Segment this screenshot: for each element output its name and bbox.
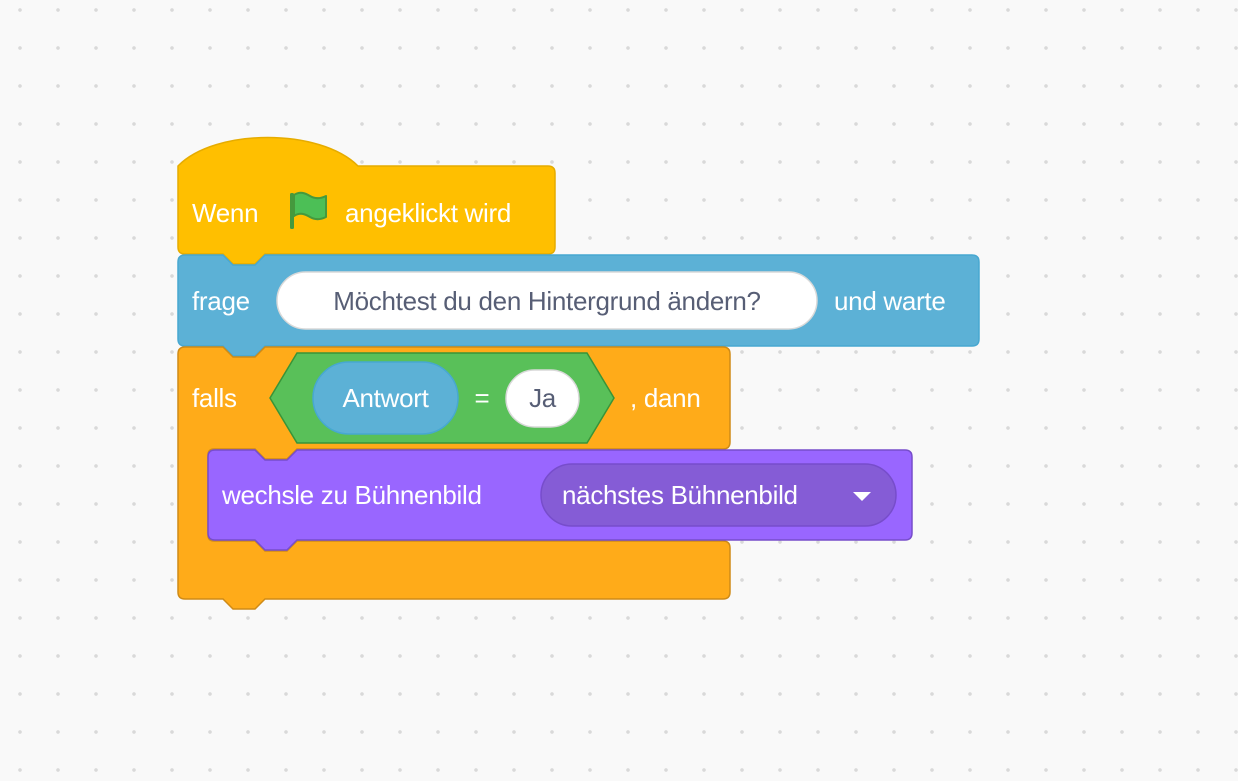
- hat-block-suffix: angeklickt wird: [345, 198, 512, 228]
- if-block-prefix: falls: [192, 383, 237, 413]
- ja-input[interactable]: Ja: [529, 383, 556, 413]
- switch-backdrop-prefix: wechsle zu Bühnenbild: [222, 480, 482, 510]
- green-flag-icon-hitbox: [288, 192, 328, 232]
- ja-input-shape[interactable]: [505, 369, 580, 428]
- question-input-shape[interactable]: [276, 271, 818, 330]
- hat-block-prefix: Wenn: [192, 198, 259, 228]
- backdrop-dropdown-value[interactable]: nächstes Bühnenbild: [562, 480, 798, 510]
- if-block-suffix: , dann: [630, 383, 701, 413]
- answer-reporter-shape[interactable]: [312, 361, 459, 435]
- answer-reporter[interactable]: Antwort: [342, 383, 429, 413]
- hat-block-shape[interactable]: [177, 136, 556, 265]
- dropdown-arrow-icon: [853, 492, 871, 501]
- ask-block-prefix: frage: [192, 286, 250, 316]
- backdrop-dropdown-shape[interactable]: [540, 463, 897, 527]
- green-flag-icon: [290, 191, 327, 229]
- equals-operator-label: =: [474, 383, 490, 413]
- question-input[interactable]: Möchtest du den Hintergrund ändern?: [333, 286, 761, 316]
- ask-block-suffix: und warte: [834, 286, 946, 316]
